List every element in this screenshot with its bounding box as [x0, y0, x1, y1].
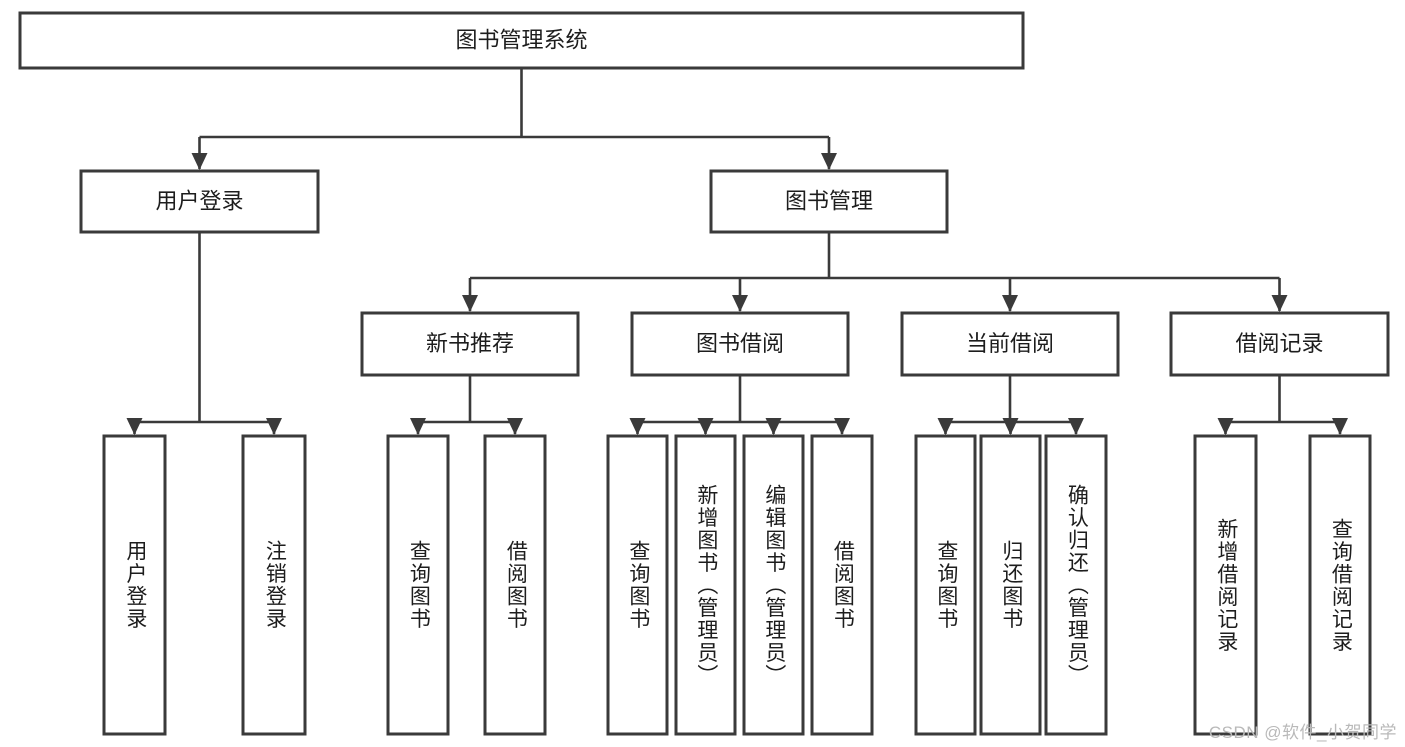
node-box-leaf-借阅图书[interactable]	[810, 434, 874, 736]
node-box-leaf-用户登录[interactable]	[102, 434, 167, 736]
node-box-图书管理系统[interactable]	[18, 11, 1025, 70]
arrow-head-icon-新书推荐	[462, 295, 478, 312]
node-label-用户登录: 用户登录	[155, 188, 243, 213]
arrow-head-icon-图书借阅	[732, 295, 748, 312]
node-label-图书管理系统: 图书管理系统	[455, 27, 587, 52]
node-box-用户登录[interactable]	[79, 169, 320, 234]
arrow-head-icon-图书管理	[821, 153, 837, 170]
node-label-新书推荐: 新书推荐	[426, 331, 514, 356]
node-box-leaf-编辑图书管理员[interactable]	[742, 434, 805, 736]
node-box-图书管理[interactable]	[709, 169, 949, 234]
node-label-图书借阅: 图书借阅	[696, 331, 784, 356]
arrow-head-icon-用户登录	[191, 153, 208, 170]
node-box-借阅记录[interactable]	[1169, 311, 1390, 377]
node-box-leaf-查询图书[interactable]	[606, 434, 669, 736]
arrow-head-icon-leaf-编辑图书管理员	[765, 418, 782, 435]
node-label-图书管理: 图书管理	[785, 188, 873, 213]
arrow-head-icon-leaf-归还图书	[1002, 418, 1019, 435]
node-box-leaf-新增图书管理员[interactable]	[674, 434, 737, 736]
node-box-leaf-查询图书[interactable]	[914, 434, 977, 736]
arrow-head-icon-当前借阅	[1002, 295, 1018, 312]
node-box-leaf-确认归还管理员[interactable]	[1044, 434, 1108, 736]
node-box-leaf-归还图书[interactable]	[979, 434, 1042, 736]
arrow-head-icon-leaf-注销登录	[266, 418, 282, 435]
node-box-leaf-注销登录[interactable]	[241, 434, 307, 736]
node-box-leaf-查询借阅记录[interactable]	[1308, 434, 1372, 736]
arrow-head-icon-leaf-查询借阅记录	[1332, 418, 1348, 435]
node-label-当前借阅: 当前借阅	[966, 331, 1054, 356]
node-label-借阅记录: 借阅记录	[1235, 331, 1323, 356]
arrow-head-icon-leaf-查询图书	[629, 418, 646, 435]
arrow-head-icon-leaf-借阅图书	[834, 418, 850, 435]
arrow-head-icon-leaf-新增借阅记录	[1217, 418, 1234, 435]
arrow-head-icon-leaf-借阅图书	[507, 418, 523, 435]
node-box-leaf-查询图书[interactable]	[386, 434, 450, 736]
arrow-head-icon-leaf-查询图书	[937, 418, 954, 435]
arrow-head-icon-leaf-新增图书管理员	[697, 418, 714, 435]
node-box-leaf-借阅图书[interactable]	[483, 434, 547, 736]
arrow-head-icon-借阅记录	[1271, 295, 1288, 312]
watermark: CSDN @软件_小贺同学	[1208, 723, 1397, 742]
arrow-head-icon-leaf-查询图书	[410, 418, 426, 435]
arrow-head-icon-leaf-确认归还管理员	[1068, 418, 1084, 435]
node-box-leaf-新增借阅记录[interactable]	[1193, 434, 1258, 736]
arrow-head-icon-leaf-用户登录	[126, 418, 143, 435]
